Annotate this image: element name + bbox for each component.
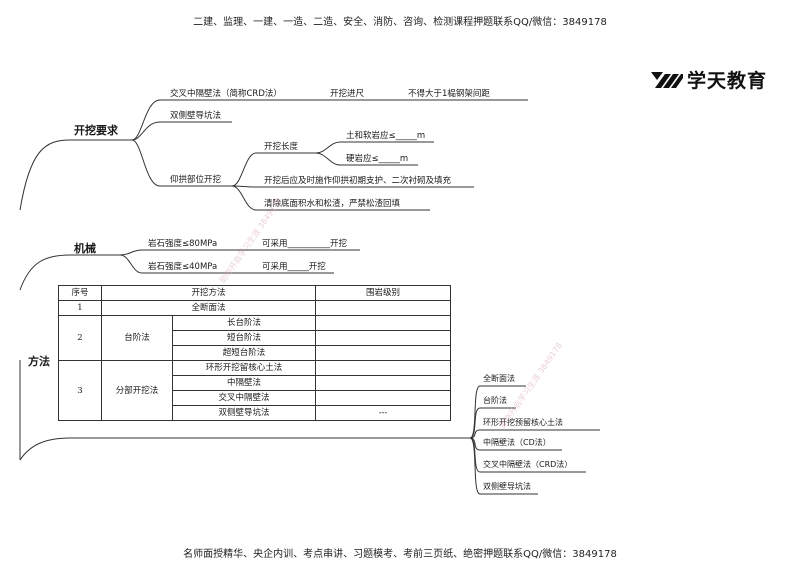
row-grade <box>315 300 451 316</box>
row-group: 台阶法 <box>101 315 173 361</box>
method-branch-bench: 台阶法 <box>483 396 507 405</box>
brand-logo: 学天教育 <box>651 66 767 93</box>
table-row: 3 分部开挖法 环形开挖留核心土法 <box>58 360 451 421</box>
method-branch-double-wall: 双侧壁导坑法 <box>483 482 531 491</box>
method-branch-crd: 交叉中隔壁法（CRD法） <box>483 460 573 469</box>
header-banner: 二建、监理、一建、一造、二造、安全、消防、咨询、检测课程押题联系QQ/微信：38… <box>193 17 607 28</box>
support-label: 开挖后应及时施作仰拱初期支护、二次衬砌及填充 <box>264 176 452 186</box>
row-group: 分部开挖法 <box>101 360 173 421</box>
clean-label: 清除底面积水和松渣，严禁松渣回填 <box>264 199 401 209</box>
footer-banner: 名师面授精华、央企内训、考点串讲、习题模考、考前三页纸、绝密押题联系QQ/微信：… <box>183 549 617 560</box>
row-method: 全断面法 <box>101 300 316 316</box>
advance-value: 不得大于1榀钢架间距 <box>408 89 490 99</box>
row-method: 交叉中隔壁法 <box>172 390 316 406</box>
table-row: 1 全断面法 <box>58 300 451 316</box>
row-no: 2 <box>58 315 102 361</box>
row-method: 双侧壁导坑法 <box>172 405 316 421</box>
table-row: 中隔壁法 <box>59 375 451 391</box>
table-row: 2 台阶法 长台阶法 <box>58 315 451 361</box>
invert-label: 仰拱部位开挖 <box>170 175 222 185</box>
soil-limit-label: 土和软岩应≤_____m <box>346 131 426 141</box>
rock-limit-label: 硬岩应≤_____m <box>346 154 409 164</box>
row-grade <box>315 345 451 361</box>
table-header-row: 序号 开挖方法 围岩级别 <box>58 285 451 301</box>
row-method: 长台阶法 <box>172 315 316 331</box>
row-method: 短台阶法 <box>172 330 316 346</box>
row-method: 中隔壁法 <box>172 375 316 391</box>
length-label: 开挖长度 <box>264 142 299 152</box>
method-branch-cd: 中隔壁法（CD法） <box>483 438 551 447</box>
machinery-row2-value: 可采用_____开挖 <box>262 262 326 272</box>
machinery-title: 机械 <box>74 242 96 255</box>
row-grade: --- <box>315 405 451 421</box>
row-grade <box>315 360 451 376</box>
row-no: 3 <box>58 360 102 421</box>
logo-mark-icon <box>651 71 683 88</box>
table-header-cell: 围岩级别 <box>315 285 451 301</box>
row-grade <box>315 315 451 331</box>
logo-text: 学天教育 <box>687 70 768 92</box>
method-title: 方法 <box>28 355 50 368</box>
machinery-row1-label: 岩石强度≤80MPa <box>148 239 218 249</box>
table-header-cell: 开挖方法 <box>101 285 316 301</box>
table-row: 双侧壁导坑法 --- <box>59 405 451 421</box>
row-grade <box>315 375 451 391</box>
advance-label: 开挖进尺 <box>330 89 365 99</box>
method-table: 序号 开挖方法 围岩级别 1 全断面法 2 台阶法 长台阶法 短台阶法 超短台阶… <box>58 285 451 421</box>
machinery-row2-label: 岩石强度≤40MPa <box>148 262 218 272</box>
crd-method-label: 交叉中隔壁法（简称CRD法） <box>170 89 282 99</box>
excavation-title: 开挖要求 <box>74 124 118 137</box>
row-method: 超短台阶法 <box>172 345 316 361</box>
method-branch-full-section: 全断面法 <box>483 374 515 383</box>
row-no: 1 <box>58 300 102 316</box>
double-wall-label: 双侧壁导坑法 <box>170 111 222 121</box>
table-header-cell: 序号 <box>58 285 102 301</box>
machinery-row1-value: 可采用__________开挖 <box>262 239 348 249</box>
method-branch-ring-core: 环形开挖预留核心土法 <box>483 418 563 427</box>
row-method: 环形开挖留核心土法 <box>172 360 316 376</box>
row-grade <box>315 330 451 346</box>
row-grade <box>315 390 451 406</box>
